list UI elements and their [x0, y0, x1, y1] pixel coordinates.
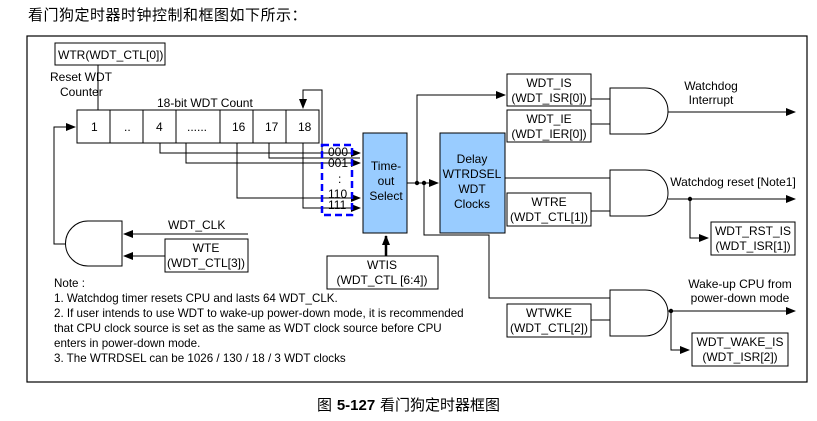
counter-label: Counter — [60, 85, 103, 99]
delay-wtrdsel-block: Delay WTRDSEL WDT Clocks — [439, 132, 506, 234]
interrupt-and-gate — [609, 87, 669, 135]
interrupt-label: Watchdog — [684, 79, 738, 93]
svg-text:(WDT_CTL [6:4]): (WDT_CTL [6:4]) — [337, 273, 428, 287]
wdt-wake-is-box: WDT_WAKE_IS (WDT_ISR[2]) — [691, 332, 789, 367]
selector-group — [320, 143, 354, 217]
note-line: that CPU clock source is set as the same… — [54, 322, 442, 335]
counter-cell: 4 — [156, 120, 163, 134]
svg-text:Time-: Time- — [371, 159, 401, 173]
wdt-ie-box: WDT_IE (WDT_IER[0]) — [506, 109, 592, 143]
counter-cell: 16 — [232, 120, 246, 134]
wte-box: WTE (WDT_CTL[3]) — [164, 238, 249, 273]
to-wake-gate-line — [423, 183, 610, 299]
note-title: Note : — [54, 277, 85, 290]
svg-text:Delay: Delay — [457, 152, 488, 166]
note-line: 3. The WTRDSEL can be 1026 / 130 / 18 / … — [54, 352, 346, 365]
counter-cell: 18 — [298, 120, 312, 134]
svg-text:(WDT_CTL[1]): (WDT_CTL[1]) — [510, 210, 588, 224]
interrupt-label: Interrupt — [689, 93, 734, 107]
svg-text:WTE: WTE — [193, 241, 220, 255]
reset-wdt-label: Reset WDT — [50, 70, 113, 84]
selector-code: 110 — [328, 187, 347, 201]
wtr-register-box: WTR(WDT_CTL[0]) — [54, 42, 166, 66]
wtwke-box: WTWKE (WDT_CTL[2]) — [506, 303, 592, 338]
svg-text:WTWKE: WTWKE — [526, 306, 572, 320]
svg-text:(WDT_CTL[3]): (WDT_CTL[3]) — [167, 256, 245, 270]
svg-text:WTRE: WTRE — [531, 195, 566, 209]
diagram-frame — [26, 35, 808, 383]
reset-and-gate — [609, 169, 669, 217]
counter-cell: 17 — [265, 120, 279, 134]
svg-text:WDT_RST_IS: WDT_RST_IS — [715, 224, 791, 238]
timeout-select-block: Time- out Select — [362, 132, 408, 234]
wake-label: Wake-up CPU from — [688, 277, 792, 291]
caption-number: 5-127 — [336, 397, 376, 414]
selector-code: 111 — [328, 198, 347, 212]
counter-title: 18-bit WDT Count — [157, 96, 253, 110]
to-wdt-is-line — [416, 91, 506, 183]
svg-text:WDT_WAKE_IS: WDT_WAKE_IS — [697, 335, 784, 349]
selector-code: 001 — [328, 156, 348, 170]
svg-text:WTR(WDT_CTL[0]): WTR(WDT_CTL[0]) — [58, 48, 163, 62]
clock-and-gate — [65, 220, 123, 267]
counter-cell: .. — [124, 120, 131, 134]
svg-text:WDT_IS: WDT_IS — [526, 76, 571, 90]
selector-code: 000 — [328, 145, 348, 159]
counter-cell: ...... — [187, 120, 207, 134]
svg-text:WTIS: WTIS — [367, 258, 397, 272]
wake-and-gate — [609, 289, 669, 337]
section-heading: 看门狗定时器时钟控制和框图如下所示： — [28, 6, 308, 24]
wdt-is-box: WDT_IS (WDT_ISR[0]) — [506, 73, 592, 107]
svg-text:(WDT_IER[0]): (WDT_IER[0]) — [511, 127, 586, 141]
figure-caption: 图 5-127 看门狗定时器框图 — [0, 394, 817, 415]
feedback-arrow — [299, 89, 323, 157]
note-line: 2. If user intends to use WDT to wake-up… — [54, 307, 464, 320]
svg-text:Select: Select — [369, 189, 403, 203]
wdt-clk-label: WDT_CLK — [168, 218, 225, 232]
counter-taps — [159, 143, 361, 212]
svg-text:WTRDSEL: WTRDSEL — [443, 167, 502, 181]
svg-text:(WDT_ISR[2]): (WDT_ISR[2]) — [702, 350, 777, 364]
note-line: 1. Watchdog timer resets CPU and lasts 6… — [54, 292, 338, 305]
notes: Note : 1. Watchdog timer resets CPU and … — [54, 276, 464, 366]
caption-prefix: 图 — [317, 396, 337, 414]
rst-is-arrow — [689, 199, 709, 242]
wtre-box: WTRE (WDT_CTL[1]) — [506, 192, 592, 227]
counter-cell: 1 — [91, 120, 98, 134]
svg-text:(WDT_CTL[2]): (WDT_CTL[2]) — [510, 321, 588, 335]
svg-text:(WDT_ISR[1]): (WDT_ISR[1]) — [715, 239, 790, 253]
svg-text:(WDT_ISR[0]): (WDT_ISR[0]) — [511, 91, 586, 105]
wake-is-arrow — [670, 311, 690, 354]
wtis-register-box: WTIS (WDT_CTL [6:4]) — [326, 255, 439, 290]
svg-text:WDT_IE: WDT_IE — [526, 112, 571, 126]
reset-out-label: Watchdog reset [Note1] — [670, 175, 796, 189]
wake-label: power-down mode — [691, 291, 790, 305]
note-line: enters in power-down mode. — [54, 337, 201, 350]
wdt-counter: 1 .. 4 ...... 16 17 18 — [76, 109, 320, 144]
svg-text:WDT: WDT — [458, 182, 486, 196]
wdt-rst-is-box: WDT_RST_IS (WDT_ISR[1]) — [710, 221, 796, 256]
selector-code: : — [338, 172, 341, 186]
caption-title: 看门狗定时器框图 — [375, 396, 500, 414]
svg-text:Clocks: Clocks — [454, 197, 490, 211]
clock-to-counter — [53, 123, 76, 245]
svg-text:out: out — [378, 174, 395, 188]
